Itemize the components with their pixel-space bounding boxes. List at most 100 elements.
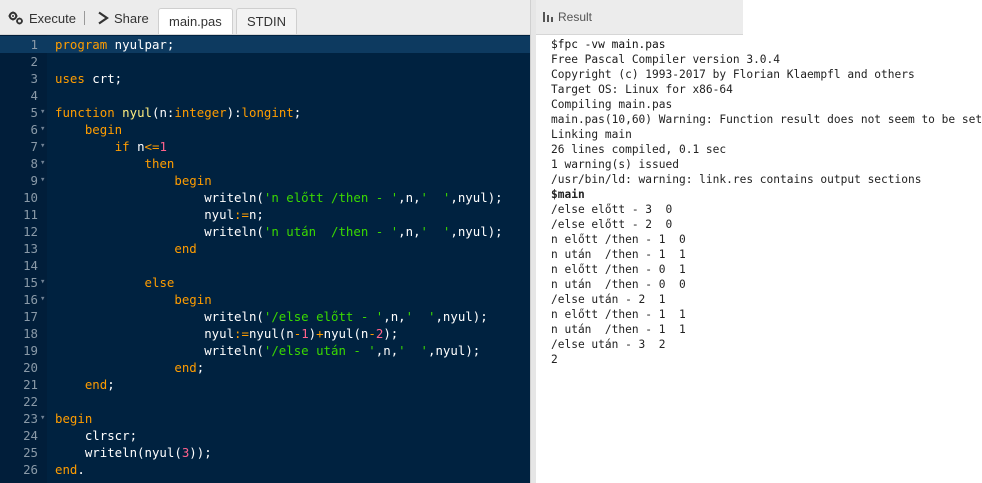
code-text: end; <box>55 359 204 376</box>
code-line[interactable]: 20 end; <box>0 359 530 376</box>
code-line[interactable]: 4 <box>0 87 530 104</box>
code-token: begin <box>55 411 93 426</box>
fold-toggle-icon[interactable]: ▾ <box>40 294 46 304</box>
code-token: - <box>368 326 376 341</box>
code-token: writeln( <box>55 190 264 205</box>
fold-toggle-icon[interactable]: ▾ <box>40 124 46 134</box>
execute-button[interactable]: Execute <box>8 8 76 28</box>
line-number: 18 <box>23 326 38 341</box>
code-line[interactable]: 8▾ then <box>0 155 530 172</box>
code-token: function <box>55 105 115 120</box>
line-number: 20 <box>23 360 38 375</box>
output-line: Free Pascal Compiler version 3.0.4 <box>551 53 781 66</box>
output-line: n után /then - 0 0 <box>551 278 686 291</box>
fold-toggle-icon[interactable]: ▾ <box>40 277 46 287</box>
line-number: 23 <box>23 411 38 426</box>
output-line: 2 <box>551 353 558 366</box>
code-token: nyul <box>55 326 235 341</box>
fold-toggle-icon[interactable]: ▾ <box>40 107 46 117</box>
code-line[interactable]: 16▾ begin <box>0 291 530 308</box>
code-line[interactable]: 19 writeln('/else után - ',n,' ',nyul); <box>0 342 530 359</box>
line-number: 19 <box>23 343 38 358</box>
code-token: begin <box>174 173 212 188</box>
code-token: )); <box>189 445 212 460</box>
code-line[interactable]: 21 end; <box>0 376 530 393</box>
code-line[interactable]: 24 clrscr; <box>0 427 530 444</box>
code-line[interactable]: 13 end <box>0 240 530 257</box>
line-number: 13 <box>23 241 38 256</box>
code-token: longint <box>241 105 294 120</box>
code-token <box>55 292 174 307</box>
output-line: n után /then - 1 1 <box>551 248 686 261</box>
code-token: n <box>129 139 145 154</box>
code-token: clrscr; <box>55 428 138 443</box>
code-line[interactable]: 17 writeln('/else előtt - ',n,' ',nyul); <box>0 308 530 325</box>
code-token <box>55 122 85 137</box>
fold-toggle-icon[interactable]: ▾ <box>40 141 46 151</box>
code-token: writeln( <box>55 309 264 324</box>
code-token: - <box>293 326 302 341</box>
output-line: Target OS: Linux for x86-64 <box>551 83 733 96</box>
code-token: ; <box>107 377 115 392</box>
code-token: nyul <box>122 105 152 120</box>
code-token: end <box>55 462 78 477</box>
code-line[interactable]: 9▾ begin <box>0 172 530 189</box>
code-text: begin <box>55 291 212 308</box>
code-text: writeln(nyul(3)); <box>55 444 212 461</box>
code-token: end <box>174 360 197 375</box>
tab-label: main.pas <box>169 14 222 29</box>
code-token: ' ' <box>405 309 436 324</box>
code-token: writeln( <box>55 224 264 239</box>
fold-toggle-icon[interactable]: ▾ <box>40 175 46 185</box>
execute-label: Execute <box>29 10 76 26</box>
code-token: ,n, <box>398 224 421 239</box>
code-line[interactable]: 25 writeln(nyul(3)); <box>0 444 530 461</box>
code-token: '/else előtt - ' <box>263 309 384 324</box>
output-line: n után /then - 1 1 <box>551 323 686 336</box>
code-token: crt; <box>84 71 123 86</box>
code-line[interactable]: 12 writeln('n után /then - ',n,' ',nyul)… <box>0 223 530 240</box>
code-line[interactable]: 23▾ begin <box>0 410 530 427</box>
line-number: 10 <box>23 190 38 205</box>
code-line[interactable]: 11 nyul:=n; <box>0 206 530 223</box>
tab-main-pas[interactable]: main.pas <box>158 8 233 34</box>
code-text: writeln('n után /then - ',n,' ',nyul); <box>55 223 502 240</box>
code-token: n; <box>248 207 264 222</box>
line-number: 14 <box>23 258 38 273</box>
line-number: 1 <box>30 37 38 52</box>
code-line[interactable]: 10 writeln('n előtt /then - ',n,' ',nyul… <box>0 189 530 206</box>
code-line[interactable]: 6▾ begin <box>0 121 530 138</box>
pane-divider[interactable] <box>530 0 536 483</box>
output-line: /else után - 3 2 <box>551 338 666 351</box>
line-number: 22 <box>23 394 38 409</box>
code-line[interactable]: 2 <box>0 53 530 70</box>
tab-stdin[interactable]: STDIN <box>236 8 297 34</box>
code-line[interactable]: 15▾ else <box>0 274 530 291</box>
code-text: function nyul(n:integer):longint; <box>55 104 301 121</box>
code-line[interactable]: 7▾ if n<=1 <box>0 138 530 155</box>
code-line[interactable]: 14 <box>0 257 530 274</box>
line-number: 17 <box>23 309 38 324</box>
code-token: <= <box>144 139 160 154</box>
code-token: 'n után /then - ' <box>263 224 399 239</box>
code-token: 'n előtt /then - ' <box>263 190 399 205</box>
code-token: begin <box>174 292 212 307</box>
code-token: ,n, <box>375 343 399 358</box>
fold-toggle-icon[interactable]: ▾ <box>40 158 46 168</box>
code-text: end. <box>55 461 85 478</box>
code-line[interactable]: 18 nyul:=nyul(n-1)+nyul(n-2); <box>0 325 530 342</box>
line-number: 5 <box>30 105 38 120</box>
code-line[interactable]: 5▾ function nyul(n:integer):longint; <box>0 104 530 121</box>
fold-toggle-icon[interactable]: ▾ <box>40 413 46 423</box>
code-token: integer <box>174 105 227 120</box>
code-line[interactable]: 22 <box>0 393 530 410</box>
code-text: end <box>55 240 196 257</box>
code-token: ) <box>308 326 317 341</box>
share-button[interactable]: Share <box>97 8 149 28</box>
result-header: Result <box>536 0 743 35</box>
